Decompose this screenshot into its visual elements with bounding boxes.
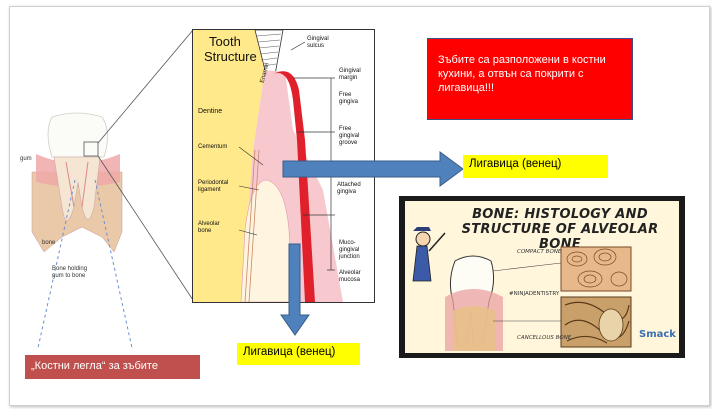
arrow-down (281, 244, 309, 335)
compact-bone-label: COMPACT BONE (517, 249, 561, 255)
bone-histology-panel: BONE: HISTOLOGY AND STRUCTURE OF ALVEOLA… (399, 196, 685, 358)
label-gum-right: Лигавица (венец) (463, 155, 608, 178)
cancellous-bone-label: CANCELLOUS BONE (517, 335, 571, 341)
bone-panel-inner: BONE: HISTOLOGY AND STRUCTURE OF ALVEOLA… (405, 201, 679, 353)
brand-logo: Smack (639, 329, 676, 340)
label-gum-bottom: Лигавица (венец) (237, 343, 360, 365)
ninja-handle-label: #NINJADENTISTRY (509, 291, 559, 297)
bone-panel-illustration (405, 201, 679, 353)
callout-red: Зъбите са разположени в костни кухини, а… (427, 38, 633, 120)
arrow-right (283, 152, 463, 186)
label-sockets: „Костни легла“ за зъбите (25, 355, 200, 379)
